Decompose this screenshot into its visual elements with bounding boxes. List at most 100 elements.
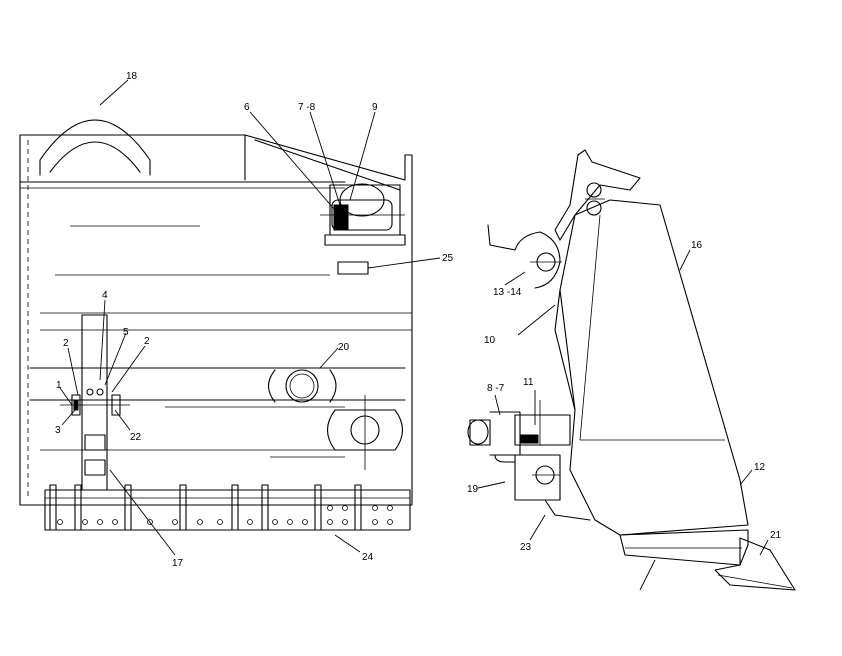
cylinder-nut <box>519 434 539 444</box>
callout-8-7: 11 <box>523 377 534 388</box>
bolt-hole <box>247 519 253 525</box>
callout-18: 20 <box>338 342 350 353</box>
callout-7-8: 7 -8 <box>298 102 316 113</box>
callout-9: 9 <box>372 102 378 113</box>
bolt-hole <box>272 519 278 525</box>
callout-2a: 2 <box>63 338 69 349</box>
callout-4: 4 <box>102 290 108 301</box>
callout-5: 5 <box>123 327 129 338</box>
callout-25: 22 <box>130 432 142 443</box>
frame-outline <box>19 134 413 506</box>
bolt-hole <box>97 519 103 525</box>
pin-washer <box>333 204 349 231</box>
lower-bracket <box>519 499 591 521</box>
roller-1 <box>285 369 319 403</box>
roller-1-inner <box>289 373 315 399</box>
bolt-hole <box>147 519 153 525</box>
arch-bracket <box>39 119 151 176</box>
callout-6: 6 <box>244 102 250 113</box>
bolt-hole <box>197 519 203 525</box>
cylinder-mount <box>514 414 571 446</box>
arm-pin-2 <box>586 200 602 216</box>
roller-side-1 <box>267 369 276 403</box>
track-lug <box>49 484 57 531</box>
track-lug <box>74 484 82 531</box>
leader-19 <box>529 514 546 541</box>
hinge-block-b <box>84 459 106 476</box>
callout-labels: 18 6 7 -8 9 25 20 4 5 2 2 1 3 22 17 24 1… <box>55 71 782 569</box>
blade-front-edge <box>554 289 576 411</box>
leader-1 <box>59 387 73 406</box>
track-lug <box>314 484 322 531</box>
leader-6 <box>249 111 336 211</box>
callout-2b: 2 <box>144 336 150 347</box>
leader-9 <box>349 111 376 201</box>
track-lug <box>231 484 239 531</box>
callout-12: 21 <box>770 530 782 541</box>
leader-7-8 <box>309 111 341 206</box>
upper-arm <box>554 149 641 241</box>
track-lug <box>261 484 269 531</box>
leader-23 <box>739 469 753 486</box>
bolt-hole <box>287 519 293 525</box>
leader-2a <box>67 347 79 396</box>
blade-crease <box>579 214 601 441</box>
pin-bolt-1 <box>86 388 94 396</box>
leader-10 <box>494 394 501 416</box>
callout-3: 3 <box>55 425 61 436</box>
callout-24: 25 <box>442 253 454 264</box>
bolt-hole <box>327 505 333 511</box>
roller-side-2 <box>329 369 337 403</box>
leader-24 <box>367 257 441 269</box>
callout-22: 16 <box>691 240 703 251</box>
bolt-hole <box>372 505 378 511</box>
callout-23: 12 <box>754 462 766 473</box>
leader-12 <box>759 539 769 556</box>
callout-15: 18 <box>126 71 138 82</box>
bolt-hole <box>342 519 348 525</box>
leader-21 <box>639 559 656 591</box>
leader-22 <box>679 249 691 271</box>
linkage-11 <box>494 454 561 501</box>
callout-1: 1 <box>56 380 62 391</box>
leader-5 <box>104 332 127 386</box>
callout-13-14: 10 <box>484 335 496 346</box>
track-lug <box>179 484 187 531</box>
pin-bolt-2 <box>96 388 104 396</box>
callout-11: 19 <box>467 484 479 495</box>
hydraulic-block <box>326 409 404 451</box>
bolt-hole <box>372 519 378 525</box>
bolt-hole <box>172 519 178 525</box>
track-lug <box>124 484 132 531</box>
cutting-edge <box>619 529 749 566</box>
leader-15 <box>99 79 129 106</box>
bolt-hole <box>112 519 118 525</box>
hinge-post <box>81 314 108 491</box>
leader-4 <box>99 299 106 381</box>
callout-20: 17 <box>172 558 184 569</box>
callout-17: 24 <box>362 552 374 563</box>
leader-25 <box>114 409 131 431</box>
track-plate <box>44 489 411 531</box>
left-view <box>19 119 413 531</box>
blade-body <box>559 199 749 536</box>
cylinder-body <box>469 411 521 456</box>
trunnion <box>487 224 561 289</box>
leader-18 <box>319 347 339 369</box>
leader-3 <box>61 409 76 426</box>
bolt-hole <box>82 519 88 525</box>
leader-11 <box>477 481 506 489</box>
bolt-hole <box>327 519 333 525</box>
end-bit-edge <box>717 574 793 589</box>
bolt-hole <box>387 519 393 525</box>
bolt-hole <box>302 519 308 525</box>
leader-16 <box>504 271 526 286</box>
pin-plate <box>324 234 406 246</box>
callout-10: 8 -7 <box>487 383 505 394</box>
leader-13-14 <box>517 304 556 336</box>
bolt-hole <box>217 519 223 525</box>
bolt-hole <box>387 505 393 511</box>
callout-19: 23 <box>520 542 532 553</box>
